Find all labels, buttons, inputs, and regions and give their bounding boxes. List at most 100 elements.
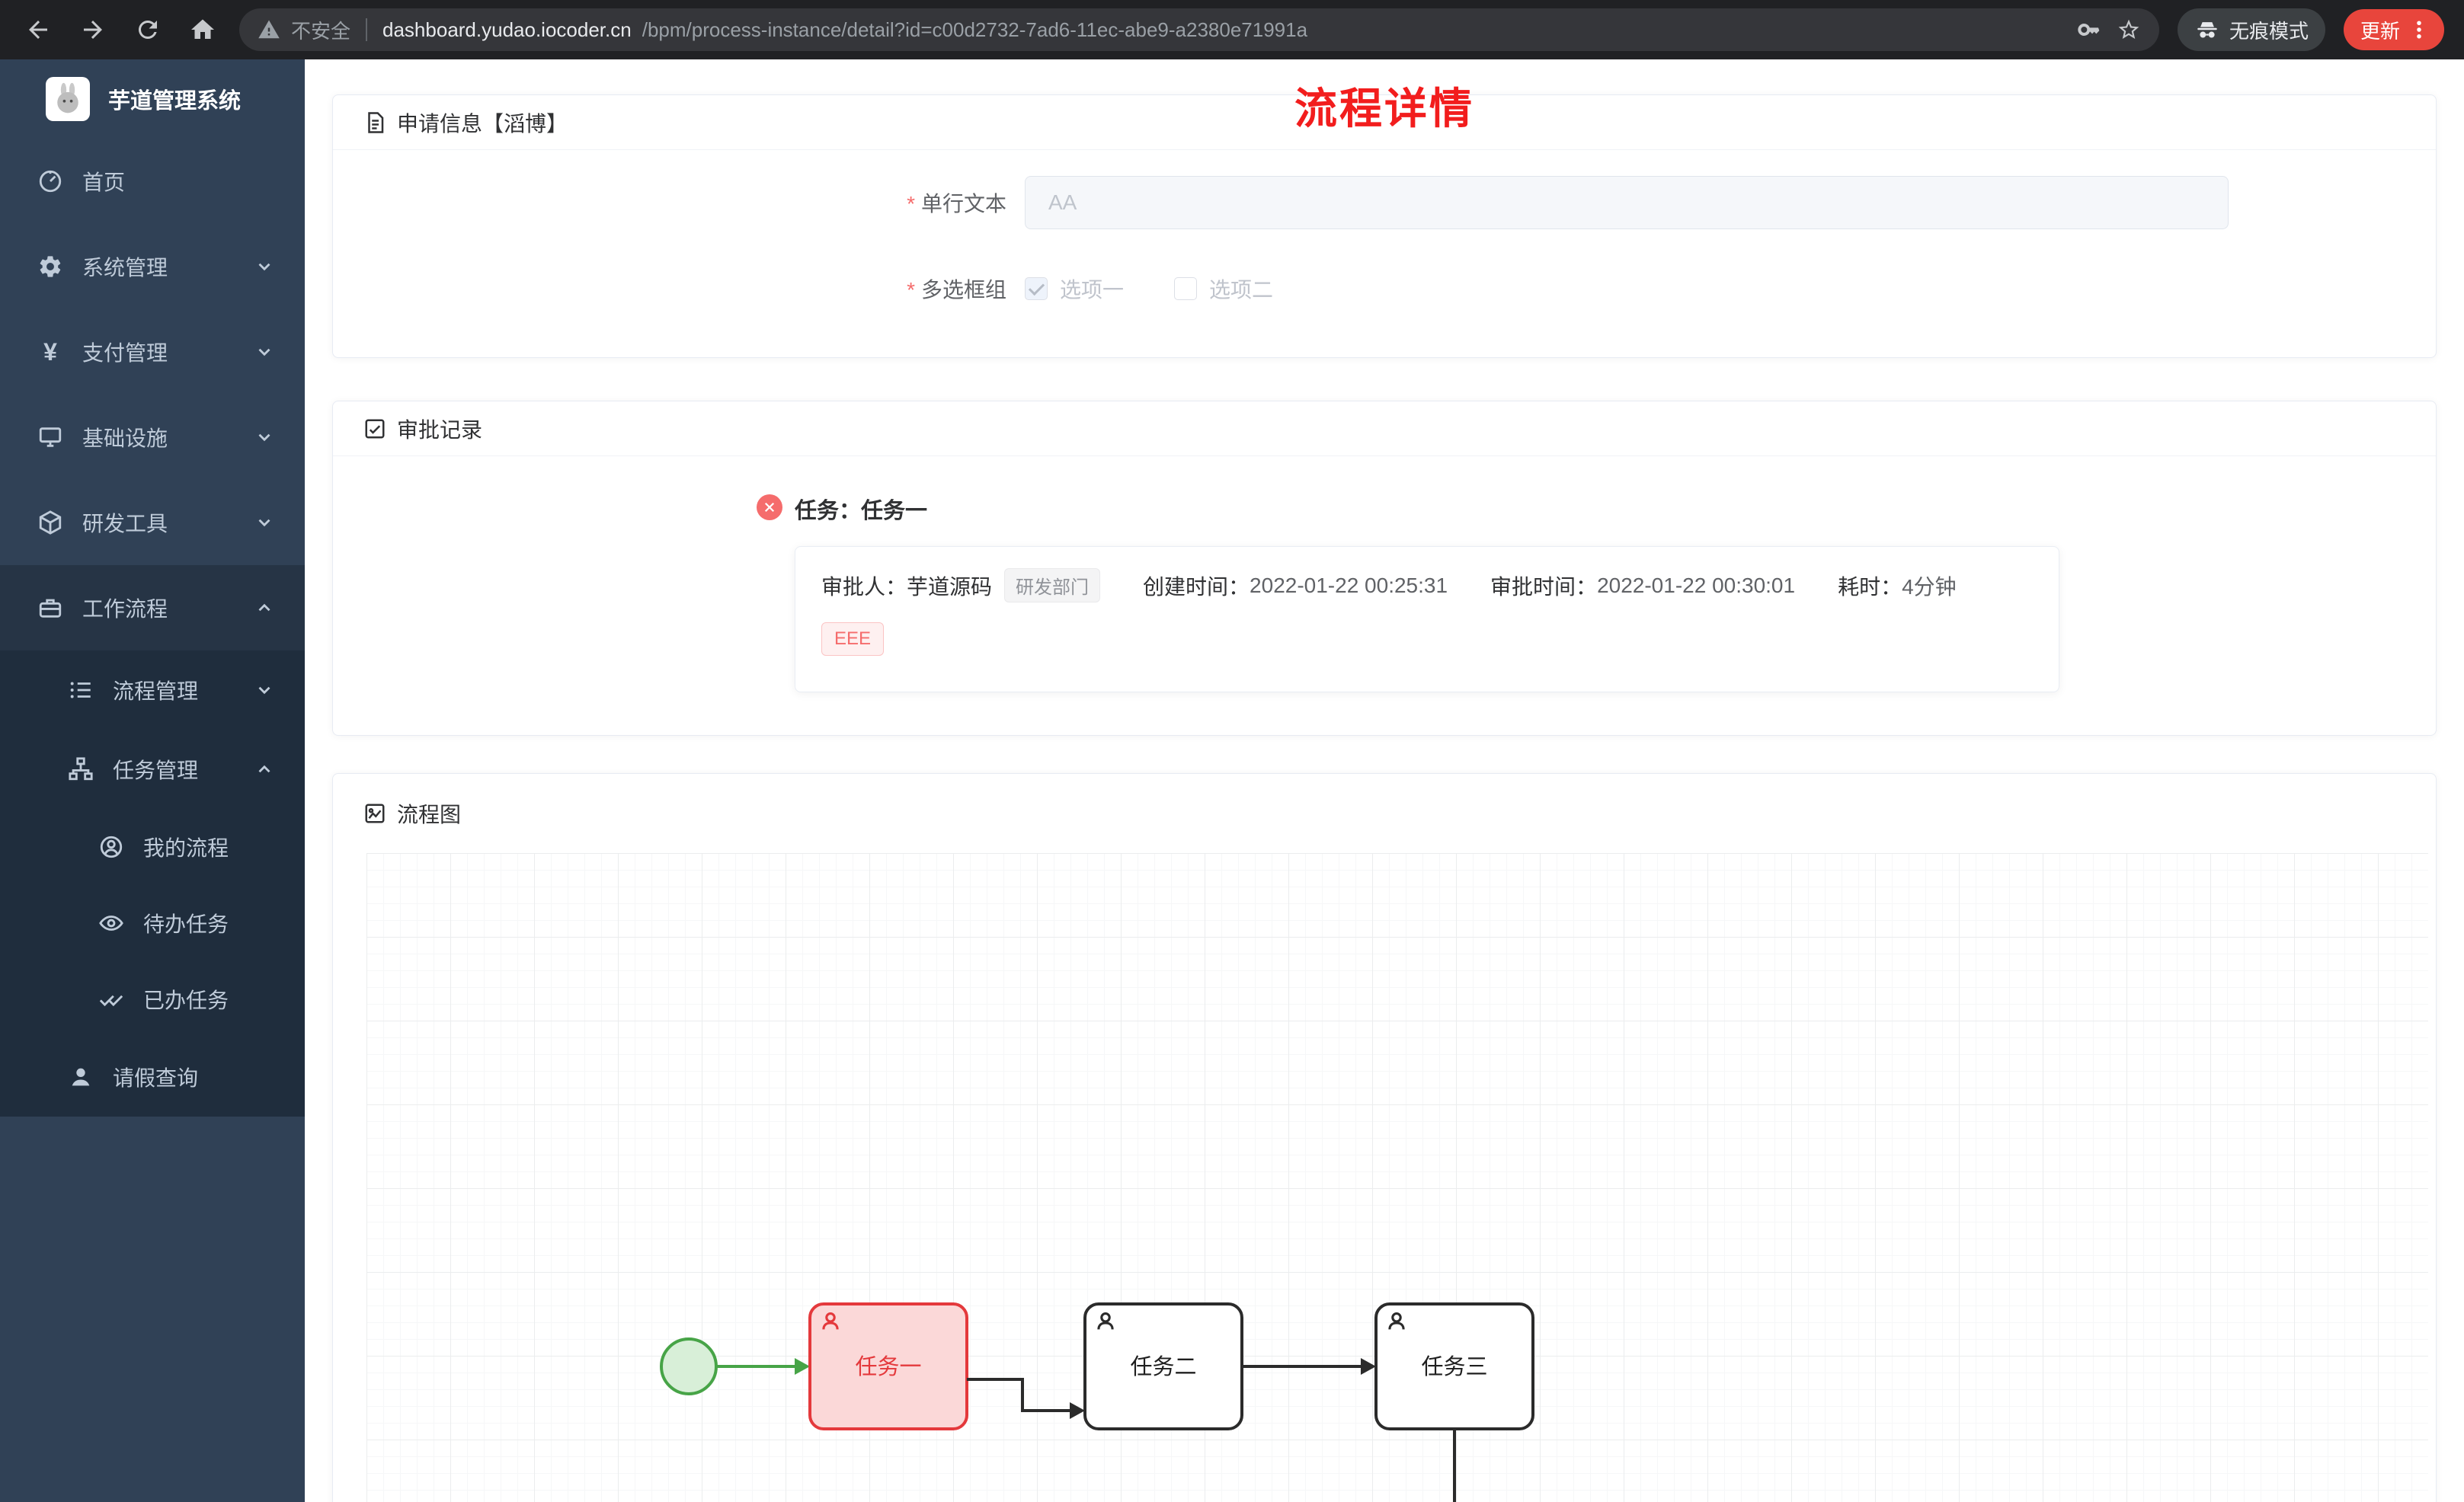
comment-tag: EEE — [821, 622, 885, 656]
bpmn-diagram: 任务一 任务二 — [660, 1302, 1534, 1502]
approval-record-detail: 审批人： 芋道源码 研发部门 创建时间： 2022-01-22 00:25:31… — [795, 546, 2059, 692]
checkbox-checked-icon — [1025, 277, 1048, 300]
sidebar-item-done-tasks[interactable]: 已办任务 — [0, 961, 305, 1037]
start-event-node[interactable] — [660, 1337, 718, 1395]
list-icon — [66, 675, 96, 705]
sidebar-item-my-processes[interactable]: 我的流程 — [0, 809, 305, 885]
chevron-down-icon — [254, 513, 274, 532]
org-tree-icon — [66, 754, 96, 785]
incognito-mode-badge: 无痕模式 — [2177, 8, 2325, 51]
timeline-error-icon — [757, 494, 782, 520]
dashboard-gauge-icon — [35, 166, 66, 197]
security-label: 不安全 — [291, 19, 351, 43]
forward-button[interactable] — [75, 11, 111, 48]
bookmark-star-icon[interactable] — [2117, 18, 2141, 42]
process-diagram-card-title: 流程图 — [397, 803, 462, 826]
reload-button[interactable] — [130, 11, 166, 48]
task-node-task3[interactable]: 任务三 — [1374, 1302, 1534, 1430]
duration-value: 4分钟 — [1902, 574, 1957, 599]
sidebar-item-payment-management[interactable]: ¥ 支付管理 — [0, 309, 305, 395]
single-line-text-row: *单行文本 AA — [333, 176, 2436, 229]
menu-label: 工作流程 — [82, 597, 168, 621]
password-key-icon[interactable] — [2077, 18, 2101, 42]
app-logo-row: 芋道管理系统 — [0, 59, 305, 139]
menu-label: 请假查询 — [113, 1066, 199, 1090]
task3-label: 任务三 — [1421, 1354, 1487, 1379]
home-icon — [191, 19, 214, 39]
diagram-icon — [365, 804, 385, 823]
page-title: 流程详情 — [1294, 85, 1474, 133]
forward-arrow-icon — [84, 21, 102, 39]
address-bar[interactable]: 不安全 dashboard.yudao.iocoder.cn /bpm/proc… — [239, 8, 2159, 51]
kebab-menu-icon — [2417, 21, 2421, 39]
user-task-icon — [822, 1312, 839, 1330]
required-mark: * — [907, 192, 915, 216]
apply-info-card-title: 申请信息【滔博】 — [397, 111, 568, 136]
chevron-up-icon — [254, 598, 274, 618]
single-line-text-label: *单行文本 — [907, 192, 1006, 216]
sidebar-item-dev-tools[interactable]: 研发工具 — [0, 480, 305, 565]
checkbox-group: 选项一 选项二 — [1025, 273, 1273, 304]
checkbox-option-1[interactable]: 选项一 — [1025, 273, 1124, 304]
process-diagram-card-header: 流程图 — [333, 774, 2436, 853]
omnibox-divider — [366, 18, 368, 41]
double-check-icon — [96, 984, 126, 1015]
menu-label: 我的流程 — [143, 836, 229, 860]
menu-label: 支付管理 — [82, 341, 168, 365]
create-time-value: 2022-01-22 00:25:31 — [1250, 573, 1448, 597]
sidebar-item-workflow[interactable]: 工作流程 — [0, 565, 305, 650]
approval-record-card-title: 审批记录 — [397, 417, 483, 442]
chevron-down-icon — [254, 680, 274, 700]
approve-time-label: 审批时间： — [1490, 574, 1598, 599]
briefcase-icon — [35, 593, 66, 623]
chevron-up-icon — [254, 759, 274, 779]
app-logo — [46, 77, 90, 121]
not-secure-warning-icon — [258, 20, 280, 39]
sidebar-item-todo-tasks[interactable]: 待办任务 — [0, 885, 305, 961]
apply-info-card: 申请信息【滔博】 *单行文本 AA *多选框组 选项一 选项二 — [332, 94, 2437, 358]
eye-icon — [96, 908, 126, 938]
approval-record-card-header: 审批记录 — [333, 401, 2436, 456]
task-node-task1[interactable]: 任务一 — [808, 1302, 968, 1430]
checkbox-option-2[interactable]: 选项二 — [1174, 273, 1273, 304]
sidebar-item-infrastructure[interactable]: 基础设施 — [0, 395, 305, 480]
reload-icon — [138, 20, 157, 39]
chevron-down-icon — [254, 342, 274, 362]
incognito-label: 无痕模式 — [2229, 19, 2309, 43]
back-button[interactable] — [20, 11, 56, 48]
sidebar-item-task-management[interactable]: 任务管理 — [0, 730, 305, 809]
record-icon — [365, 419, 385, 438]
checkbox-group-label: *多选框组 — [907, 278, 1006, 302]
approval-record-card: 审批记录 任务：任务一 审批人： 芋道源码 研发部门 创建时间： 2022-01… — [332, 401, 2437, 736]
home-button[interactable] — [184, 11, 221, 48]
bpmn-canvas[interactable]: 任务一 任务二 — [366, 853, 2428, 1502]
approve-time-value: 2022-01-22 00:30:01 — [1597, 573, 1796, 597]
gear-icon — [35, 251, 66, 282]
task-title: 任务：任务一 — [795, 499, 928, 523]
sidebar-item-system-management[interactable]: 系统管理 — [0, 224, 305, 309]
menu-label: 基础设施 — [82, 427, 168, 450]
chevron-down-icon — [254, 427, 274, 447]
menu-label: 系统管理 — [82, 256, 168, 280]
approver-name: 芋道源码 — [907, 574, 993, 599]
menu-label: 研发工具 — [82, 512, 168, 535]
sequence-flow-task1-task2 — [967, 1378, 1085, 1419]
url-path: /bpm/process-instance/detail?id=c00d2732… — [642, 18, 1308, 41]
main-content: 流程详情 申请信息【滔博】 *单行文本 AA *多选框组 选项一 选项二 — [305, 59, 2464, 1502]
apply-info-card-header: 申请信息【滔博】 — [333, 95, 2436, 150]
single-line-text-input[interactable]: AA — [1025, 176, 2229, 229]
chrome-update-button[interactable]: 更新 — [2343, 9, 2444, 50]
sidebar-item-home[interactable]: 首页 — [0, 139, 305, 224]
create-time-label: 创建时间： — [1143, 574, 1250, 599]
task-node-task2[interactable]: 任务二 — [1083, 1302, 1243, 1430]
rabbit-logo-icon — [57, 82, 78, 113]
chevron-down-icon — [254, 257, 274, 276]
menu-label: 任务管理 — [113, 759, 199, 782]
single-line-text-value: AA — [1048, 190, 1077, 214]
incognito-icon — [2197, 22, 2217, 38]
sidebar-item-process-management[interactable]: 流程管理 — [0, 650, 305, 730]
sidebar-item-leave-query[interactable]: 请假查询 — [0, 1037, 305, 1117]
task2-label: 任务二 — [1130, 1354, 1196, 1379]
yen-icon: ¥ — [43, 337, 57, 366]
sidebar: 芋道管理系统 首页 系统管理 ¥ 支付管理 基础设施 — [0, 59, 305, 1502]
